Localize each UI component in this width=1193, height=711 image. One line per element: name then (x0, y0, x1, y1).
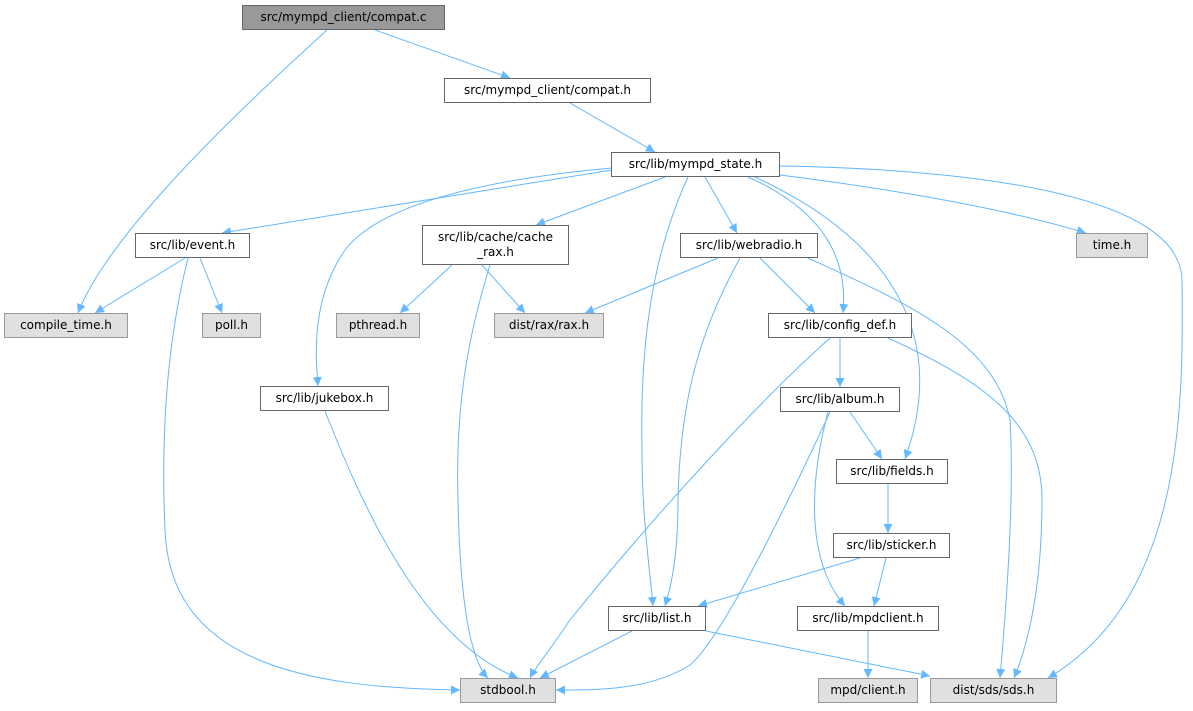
edge-mympd_state-to-config_def (747, 176, 849, 314)
node-label: compile_time.h (20, 318, 112, 332)
node-album[interactable]: src/lib/album.h (780, 387, 900, 412)
node-sticker[interactable]: src/lib/sticker.h (833, 533, 950, 558)
node-label: stdbool.h (480, 683, 536, 697)
edge-cache_rax-to-pthread (399, 264, 453, 314)
edge-mympd_state-to-event (221, 169, 613, 237)
edge-mympd_state-to-list (641, 176, 689, 607)
node-mpd-client: mpd/client.h (818, 678, 918, 703)
edge-album-to-mpdclient (814, 411, 846, 607)
edge-webradio-to-config_def (759, 257, 816, 314)
node-label: dist/sds/sds.h (952, 683, 1035, 697)
edge-list-to-stdbool (539, 630, 633, 679)
node-poll: poll.h (202, 313, 261, 338)
node-label: src/mympd_client/compat.h (463, 83, 631, 97)
edge-mympd_state-to-time (779, 174, 1087, 235)
edge-jukebox-to-stdbool (324, 410, 519, 679)
node-label: src/lib/event.h (149, 238, 236, 252)
node-compat-h[interactable]: src/mympd_client/compat.h (444, 78, 651, 103)
edge-compat_c-to-compile_time (77, 29, 328, 314)
edge-mympd_state-to-fields (754, 176, 921, 460)
edge-event-to-compile_time (94, 257, 186, 314)
node-label: dist/rax/rax.h (508, 318, 590, 332)
node-time: time.h (1076, 233, 1148, 258)
node-label: src/lib/fields.h (850, 464, 934, 478)
edge-event-to-poll (199, 257, 223, 314)
node-pthread: pthread.h (336, 313, 420, 338)
edge-event-to-stdbool (163, 257, 461, 695)
edge-config_def-to-sds (887, 337, 1043, 679)
node-label: time.h (1092, 238, 1132, 252)
node-label: _rax.h (477, 245, 514, 259)
node-label: src/lib/list.h (622, 611, 692, 625)
node-label: src/lib/jukebox.h (275, 391, 374, 405)
node-label: poll.h (214, 318, 249, 332)
edge-compat_c-to-compat_h (374, 29, 511, 80)
node-event[interactable]: src/lib/event.h (135, 233, 250, 258)
edge-mympd_state-to-cache_rax (535, 176, 666, 227)
node-label: src/lib/mpdclient.h (812, 611, 924, 625)
node-compat-c: src/mympd_client/compat.c (242, 5, 445, 30)
node-rax: dist/rax/rax.h (494, 313, 604, 338)
node-webradio[interactable]: src/lib/webradio.h (680, 233, 818, 258)
node-label: src/lib/mympd_state.h (628, 157, 763, 171)
node-compile-time: compile_time.h (4, 313, 128, 338)
edge-list-to-sds (705, 630, 931, 679)
edge-cache_rax-to-rax (481, 264, 526, 314)
edge-mympd_state-to-webradio (704, 176, 738, 234)
edge-album-to-fields (849, 411, 883, 460)
node-label: src/mympd_client/compat.c (260, 10, 427, 24)
node-label: src/lib/sticker.h (846, 538, 937, 552)
node-label: src/lib/album.h (795, 392, 885, 406)
edge-cache_rax-to-stdbool (457, 264, 491, 679)
node-label: mpd/client.h (830, 683, 906, 697)
node-label: src/lib/cache/cache (437, 230, 553, 244)
node-label: src/lib/webradio.h (695, 238, 803, 252)
edge-mympd_state-to-sds (779, 165, 1183, 679)
node-label: pthread.h (348, 318, 408, 332)
node-mympd-state[interactable]: src/lib/mympd_state.h (611, 152, 780, 177)
node-mpdclient[interactable]: src/lib/mpdclient.h (797, 606, 939, 631)
node-stdbool: stdbool.h (460, 678, 556, 703)
node-list[interactable]: src/lib/list.h (608, 606, 706, 631)
edge-webradio-to-sds (807, 257, 1012, 679)
edge-config_def-to-stdbool (529, 337, 831, 679)
edge-album-to-stdbool (555, 411, 831, 695)
node-fields[interactable]: src/lib/fields.h (836, 459, 948, 484)
node-config-def[interactable]: src/lib/config_def.h (768, 313, 912, 338)
node-label: src/lib/config_def.h (783, 318, 897, 332)
node-sds: dist/sds/sds.h (930, 678, 1057, 703)
edge-webradio-to-rax (584, 257, 719, 314)
edge-sticker-to-mpdclient (871, 557, 887, 607)
node-cache-rax[interactable]: src/lib/cache/cache_rax.h (422, 225, 569, 265)
edge-mympd_state-to-jukebox (312, 167, 613, 387)
edge-compat_h-to-mympd_state (569, 102, 656, 153)
node-jukebox[interactable]: src/lib/jukebox.h (260, 386, 389, 411)
edge-sticker-to-list (697, 557, 861, 608)
edge-webradio-to-list (663, 257, 741, 607)
